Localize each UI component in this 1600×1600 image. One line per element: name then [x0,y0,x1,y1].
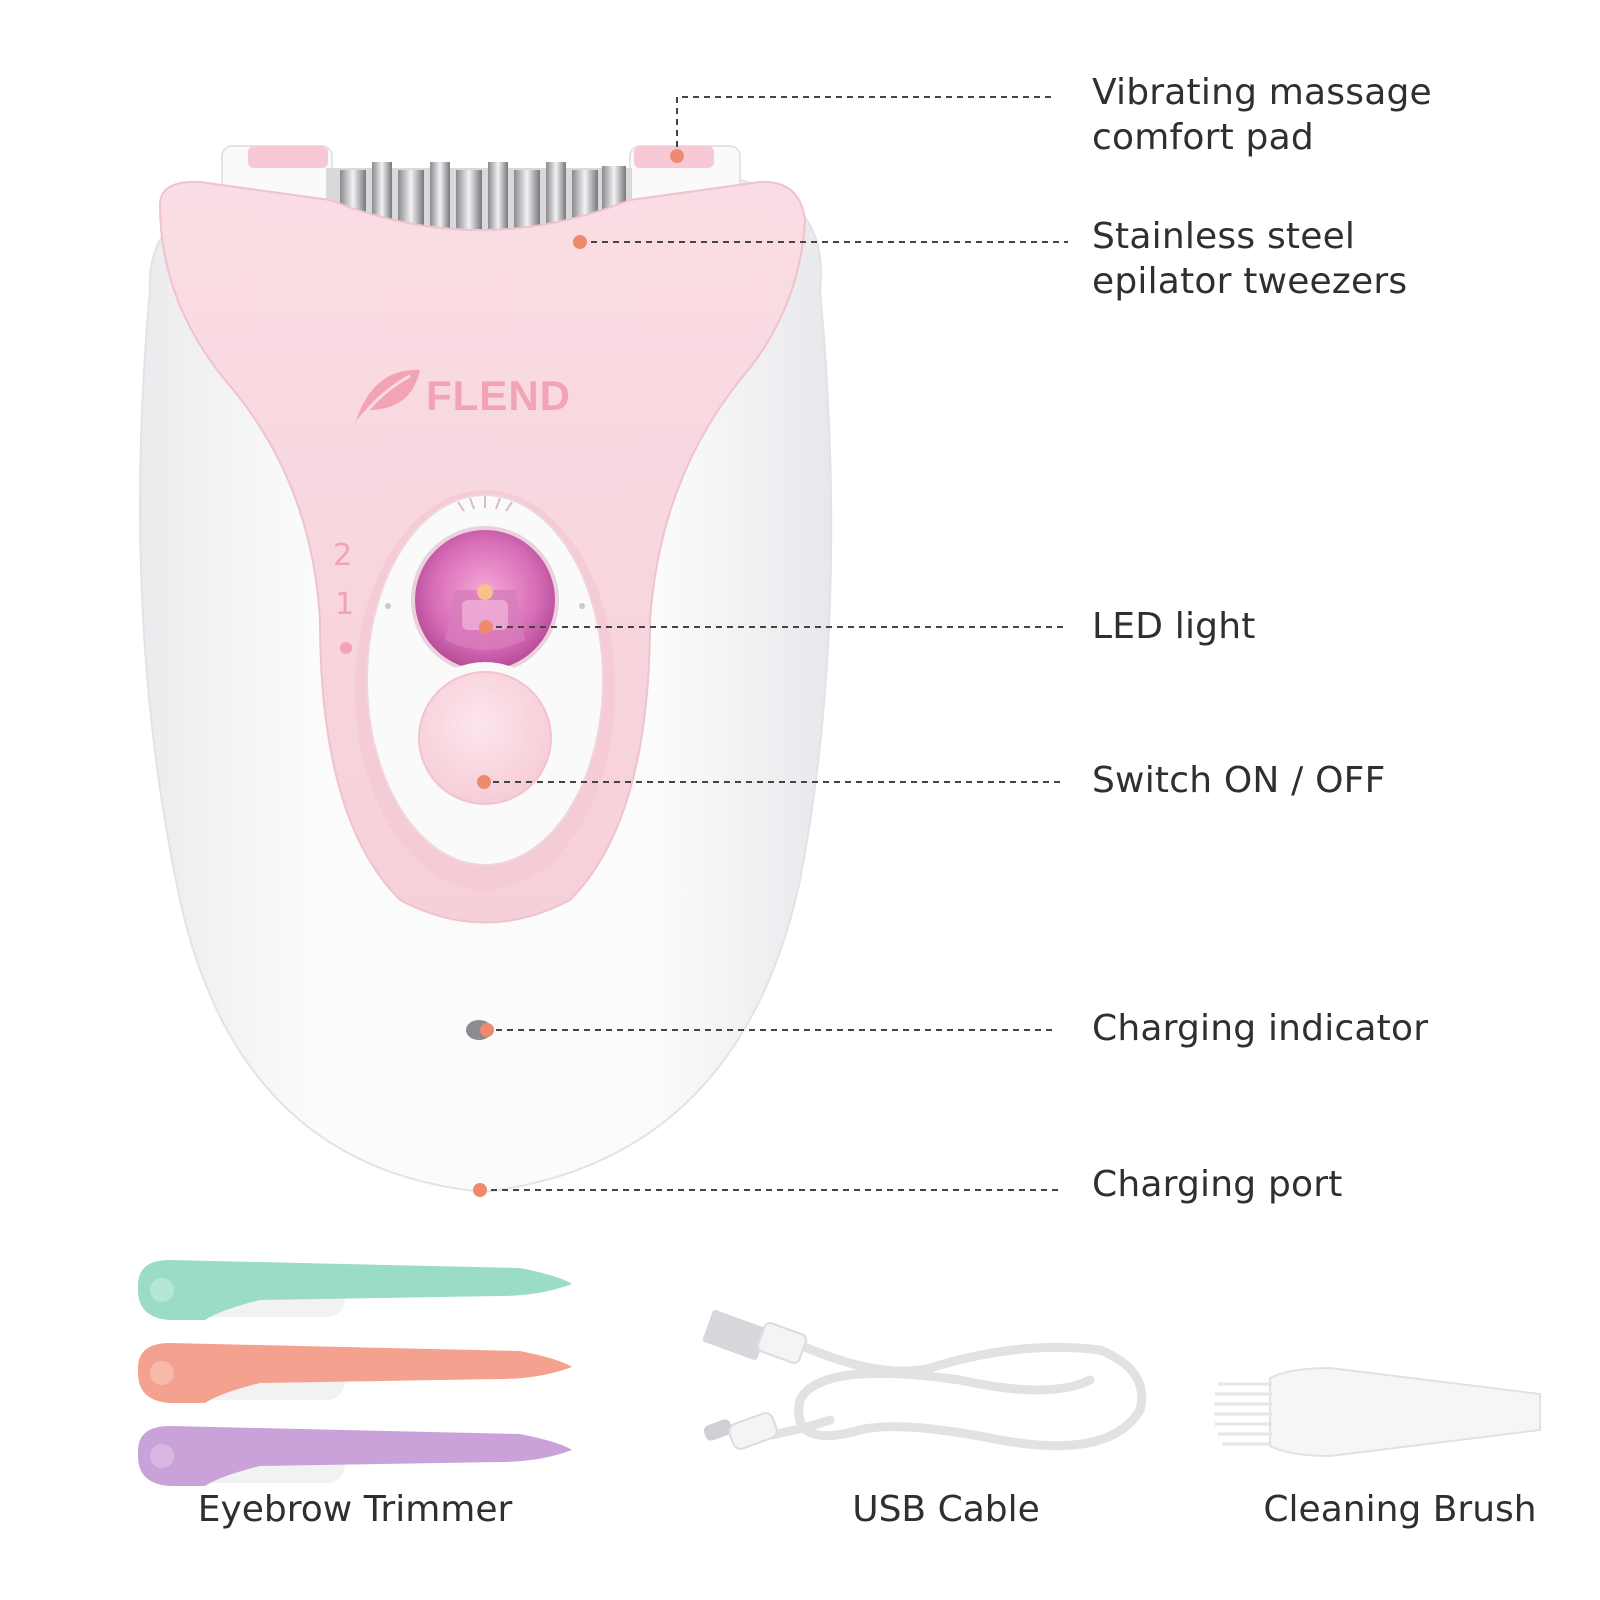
usb-connector [702,1309,808,1364]
cleaning-brush-illustration [1214,1366,1541,1458]
eyebrow-trimmer-coral [138,1343,572,1403]
speed-setting-1: 1 [335,587,355,622]
brand-logo-text: FLEND [426,372,571,419]
callout-massage-pad: Vibrating massage comfort pad [1092,72,1432,158]
callout-led-light: LED light [1092,606,1256,647]
type-c-connector [703,1412,778,1450]
caption-usb-cable: USB Cable [852,1489,1040,1530]
callout-charging-indicator: Charging indicator [1092,1008,1429,1049]
callout-switch: Switch ON / OFF [1092,760,1386,801]
caption-cleaning-brush: Cleaning Brush [1263,1489,1537,1530]
eyebrow-trimmer-green [138,1260,572,1320]
callout-charging-port: Charging port [1092,1164,1343,1205]
speed-setting-2: 2 [333,538,353,573]
eyebrow-trimmer-purple [138,1426,572,1486]
usb-cable-illustration [765,1340,1147,1451]
caption-eyebrow-trimmer: Eyebrow Trimmer [197,1489,513,1530]
callout-tweezers: Stainless steel epilator tweezers [1092,216,1408,302]
